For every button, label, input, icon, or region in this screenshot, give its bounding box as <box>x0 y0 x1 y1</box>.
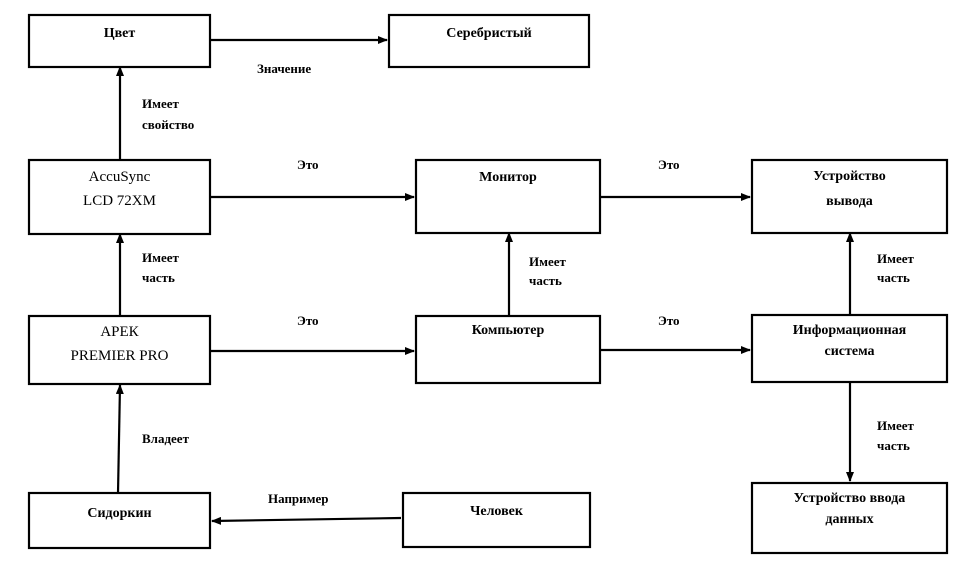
node-aquarius-line-1: АРЕК <box>100 324 139 340</box>
label-accusync-monitor: Это <box>297 157 319 172</box>
nodes: Цвет Серебристый AccuSync LCD 72XM Монит… <box>27 13 949 555</box>
node-sidorkin: Сидоркин <box>27 491 212 550</box>
svg-text:Компьютер: Компьютер <box>472 323 545 338</box>
label-computer-monitor-line-1: Имеет <box>529 254 567 269</box>
node-accusync-line-2: LCD 72XM <box>83 193 156 209</box>
node-aquarius: АРЕК PREMIER PRO <box>27 314 212 386</box>
label-info-input-line-2: часть <box>877 438 910 453</box>
svg-text:Владеет: Владеет <box>142 431 190 446</box>
svg-text:Человек: Человек <box>470 504 524 519</box>
node-info-system-line-1: Информационная <box>793 323 907 338</box>
svg-text:Это: Это <box>658 157 680 172</box>
node-info-system: Информационная система <box>750 313 949 384</box>
node-accusync-line-1: AccuSync <box>89 169 151 185</box>
svg-text:Это: Это <box>297 313 319 328</box>
svg-text:Монитор: Монитор <box>479 170 537 185</box>
edge-person-to-sidorkin <box>211 516 402 525</box>
node-person: Человек <box>401 491 592 549</box>
svg-text:Имеет: Имеет <box>142 96 180 111</box>
edge-labels: Значение Имеет свойство Это Это Имеет ча… <box>142 61 915 506</box>
node-silver-line-1: Серебристый <box>446 26 531 41</box>
node-computer: Компьютер <box>414 314 602 385</box>
svg-text:AccuSync: AccuSync <box>89 169 151 185</box>
node-computer-line-1: Компьютер <box>472 323 545 338</box>
label-color-silver: Значение <box>257 61 311 76</box>
svg-text:Например: Например <box>268 491 329 506</box>
label-accusync-color-line-2: свойство <box>142 117 194 132</box>
label-info-input-line-1: Имеет <box>877 418 915 433</box>
svg-text:LCD 72XM: LCD 72XM <box>83 193 156 209</box>
edge-sidorkin-to-aquarius <box>115 384 124 494</box>
svg-text:часть: часть <box>877 438 910 453</box>
node-output-device-line-1: Устройство <box>813 169 885 184</box>
node-monitor: Монитор <box>414 158 602 235</box>
node-aquarius-line-2: PREMIER PRO <box>71 348 169 364</box>
label-computer-info: Это <box>658 313 680 328</box>
node-person-line-1: Человек <box>470 504 524 519</box>
svg-text:свойство: свойство <box>142 117 194 132</box>
node-input-device: Устройство ввода данных <box>750 481 949 555</box>
svg-text:вывода: вывода <box>826 194 873 209</box>
label-aquarius-accusync-line-1: Имеет <box>142 250 180 265</box>
node-color-line-1: Цвет <box>104 26 136 41</box>
svg-text:Имеет: Имеет <box>142 250 180 265</box>
svg-text:данных: данных <box>825 512 873 527</box>
label-person-sidorkin: Например <box>268 491 329 506</box>
label-sidorkin-aquarius: Владеет <box>142 431 190 446</box>
svg-text:Цвет: Цвет <box>104 26 136 41</box>
node-color: Цвет <box>27 13 212 69</box>
label-aquarius-computer: Это <box>297 313 319 328</box>
node-input-device-line-1: Устройство ввода <box>794 491 906 506</box>
svg-text:система: система <box>824 344 874 359</box>
edges <box>115 36 854 525</box>
node-output-device-line-2: вывода <box>826 194 873 209</box>
svg-text:часть: часть <box>877 270 910 285</box>
node-output-device: Устройство вывода <box>750 158 949 235</box>
node-silver: Серебристый <box>387 13 591 69</box>
node-input-device-line-2: данных <box>825 512 873 527</box>
svg-text:Значение: Значение <box>257 61 311 76</box>
svg-text:Серебристый: Серебристый <box>446 26 531 41</box>
node-accusync: AccuSync LCD 72XM <box>27 158 212 236</box>
svg-text:Информационная: Информационная <box>793 323 907 338</box>
svg-text:Имеет: Имеет <box>877 418 915 433</box>
svg-text:АРЕК: АРЕК <box>100 324 139 340</box>
label-computer-monitor-line-2: часть <box>529 273 562 288</box>
label-accusync-color-line-1: Имеет <box>142 96 180 111</box>
svg-text:Устройство: Устройство <box>813 169 885 184</box>
label-info-output-line-2: часть <box>877 270 910 285</box>
node-info-system-line-2: система <box>824 344 874 359</box>
svg-text:Это: Это <box>658 313 680 328</box>
svg-text:Устройство ввода: Устройство ввода <box>794 491 906 506</box>
svg-text:часть: часть <box>529 273 562 288</box>
svg-text:часть: часть <box>142 270 175 285</box>
svg-text:Имеет: Имеет <box>877 251 915 266</box>
svg-text:Это: Это <box>297 157 319 172</box>
svg-text:Имеет: Имеет <box>529 254 567 269</box>
svg-text:Сидоркин: Сидоркин <box>87 506 151 521</box>
label-aquarius-accusync-line-2: часть <box>142 270 175 285</box>
label-monitor-output: Это <box>658 157 680 172</box>
svg-text:PREMIER PRO: PREMIER PRO <box>71 348 169 364</box>
node-sidorkin-line-1: Сидоркин <box>87 506 151 521</box>
label-info-output-line-1: Имеет <box>877 251 915 266</box>
node-monitor-line-1: Монитор <box>479 170 537 185</box>
